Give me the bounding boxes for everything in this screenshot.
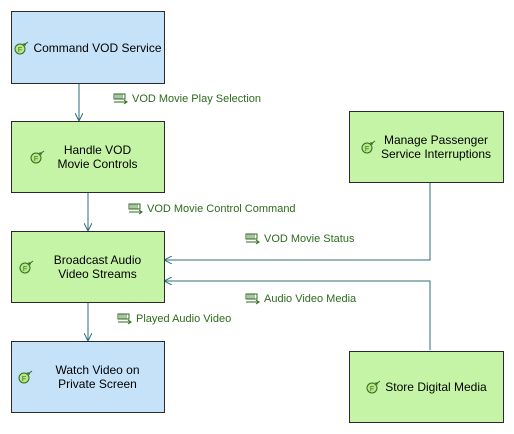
svg-text:F: F [370,386,374,393]
flow-label-audio-video-media[interactable]: Audio Video Media [245,293,356,305]
node-label: Watch Video on Private Screen [55,363,140,391]
svg-text:F: F [18,47,22,54]
svg-text:F: F [22,266,26,273]
function-icon: F [361,140,376,154]
node-manage-passenger-service-interruptions[interactable]: F Manage Passenger Service Interruptions [349,111,504,183]
connector-store-to-broadcast[interactable] [165,281,431,350]
item-flow-icon [245,293,260,305]
node-label: Manage Passenger Service Interruptions [380,133,492,161]
connector-manage-to-broadcast[interactable] [165,183,431,260]
node-label: Command VOD Service [33,40,162,55]
svg-text:F: F [21,376,25,383]
flow-label-vod-movie-control-command[interactable]: VOD Movie Control Command [128,203,296,215]
node-label: Store Digital Media [385,380,487,394]
item-flow-icon [117,313,132,325]
function-icon: F [18,370,32,384]
function-icon: F [19,260,33,274]
flow-label-played-audio-video[interactable]: Played Audio Video [117,313,231,325]
item-flow-icon [128,203,143,215]
flow-label-text: VOD Movie Status [264,233,355,245]
flow-label-text: VOD Movie Play Selection [132,93,261,105]
node-label: Handle VOD Movie Controls [57,143,138,171]
node-label: Broadcast Audio Video Streams [53,253,142,281]
flow-label-text: VOD Movie Control Command [147,203,296,215]
node-command-vod-service[interactable]: F Command VOD Service [11,11,165,84]
node-broadcast-audio-video-streams[interactable]: F Broadcast Audio Video Streams [11,231,165,303]
svg-text:F: F [365,146,369,153]
svg-text:F: F [33,156,37,163]
item-flow-icon [113,93,128,105]
node-handle-vod-movie-controls[interactable]: F Handle VOD Movie Controls [11,121,165,193]
function-icon: F [14,41,29,54]
node-watch-video-on-private-screen[interactable]: F Watch Video on Private Screen [11,341,165,413]
flow-label-vod-movie-play-selection[interactable]: VOD Movie Play Selection [113,93,261,105]
flow-label-text: Audio Video Media [264,293,357,305]
function-icon: F [30,150,44,164]
item-flow-icon [245,233,260,245]
function-icon: F [366,380,381,394]
flow-label-text: Played Audio Video [136,313,232,325]
node-store-digital-media[interactable]: F Store Digital Media [349,351,504,423]
flow-label-vod-movie-status[interactable]: VOD Movie Status [245,233,354,245]
